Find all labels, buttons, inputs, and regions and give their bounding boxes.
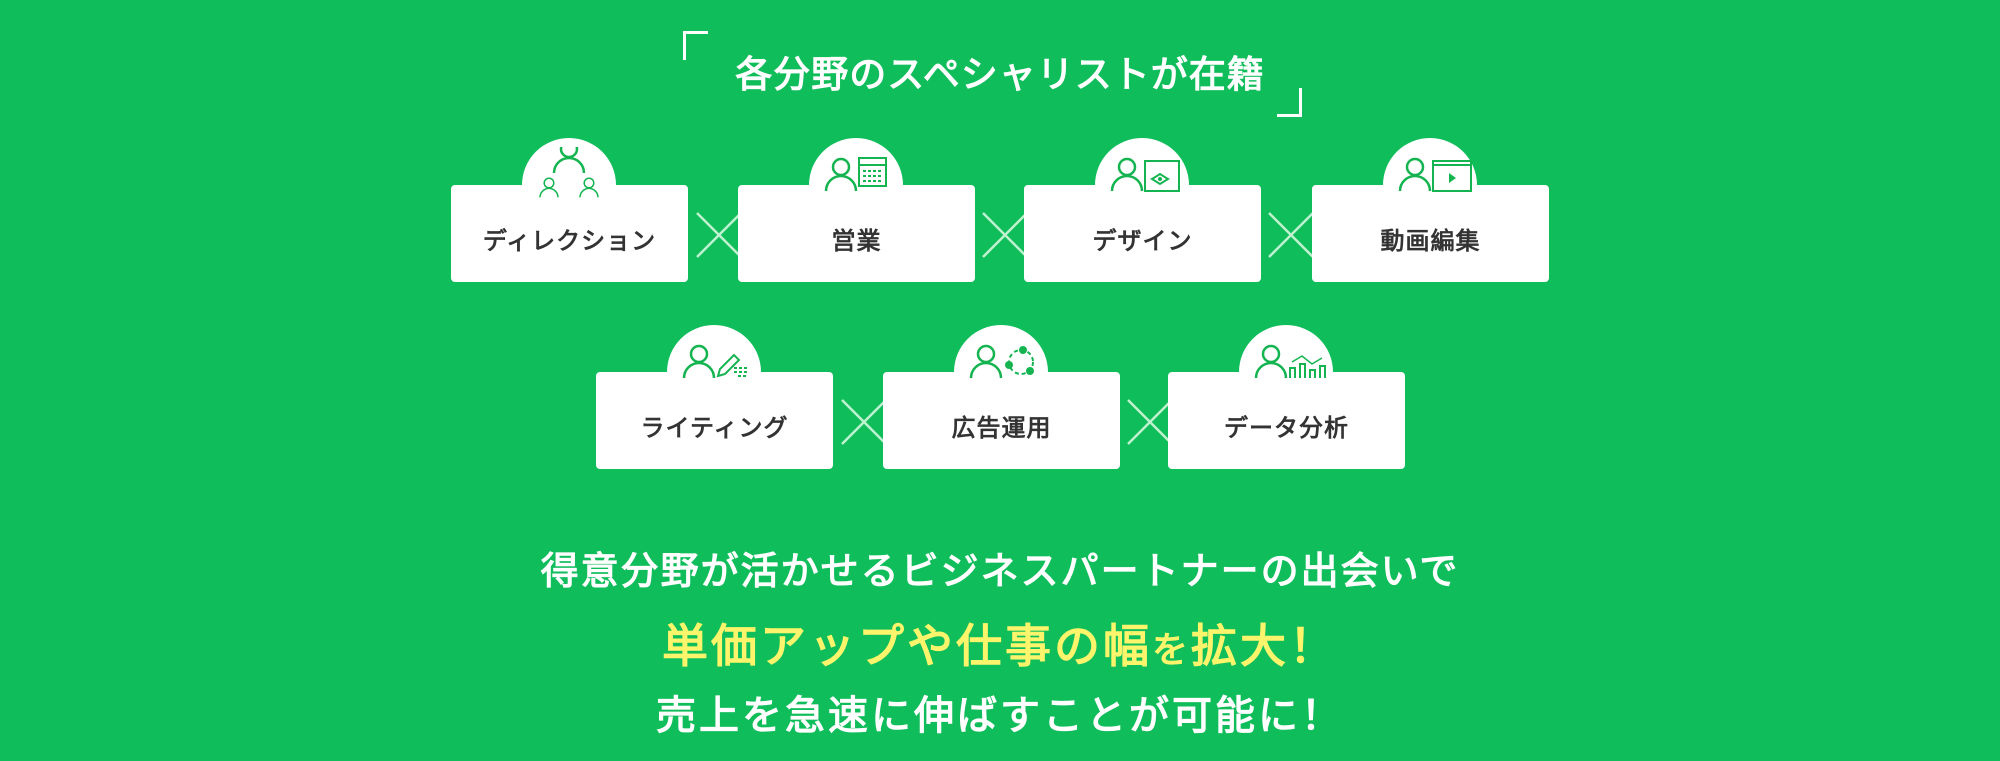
message-line-1: 得意分野が活かせるビジネスパートナーの出会いで: [540, 549, 1460, 593]
cross-icon: [840, 398, 888, 446]
message-line-3: 売上を急速に伸ばすことが可能に！: [656, 693, 1344, 739]
bracket-open: [683, 31, 708, 60]
bracket-close: [1277, 88, 1302, 117]
video-person-icon: [1398, 157, 1472, 193]
specialist-card-direction: ディレクション: [451, 138, 688, 282]
specialist-label: データ分析: [1224, 414, 1349, 442]
specialist-card-ad-operations: 広告運用: [883, 325, 1120, 469]
specialist-label: デザイン: [1092, 227, 1193, 255]
specialist-card-writing: ライティング: [596, 325, 833, 469]
cross-icon: [695, 211, 743, 259]
specialist-label: ディレクション: [482, 227, 657, 255]
cross-icon: [981, 211, 1029, 259]
cycle-person-icon: [969, 344, 1034, 380]
team-icon: [539, 147, 599, 199]
specialist-label: 広告運用: [951, 414, 1052, 442]
specialist-card-design: デザイン: [1024, 138, 1261, 282]
specialist-label: ライティング: [640, 414, 789, 442]
section-heading: 各分野のスペシャリストが在籍: [735, 53, 1265, 96]
highlight-text-c: 拡大！: [1191, 619, 1338, 673]
calendar-person-icon: [824, 157, 887, 193]
cross-icon: [1267, 211, 1315, 259]
highlight-text-a: 単価アップや仕事の幅: [661, 619, 1152, 673]
highlight-text-b: を: [1151, 630, 1191, 671]
chart-person-icon: [1254, 344, 1326, 380]
specialist-card-sales: 営業: [738, 138, 975, 282]
message-highlight: 単価アップや仕事の幅を拡大！: [0, 610, 2000, 676]
specialist-card-video-editing: 動画編集: [1312, 138, 1549, 282]
pencil-person-icon: [682, 344, 748, 380]
pen-tool-person-icon: [1110, 157, 1180, 193]
specialist-label: 営業: [831, 227, 882, 255]
specialist-label: 動画編集: [1380, 227, 1481, 255]
specialist-card-data-analysis: データ分析: [1168, 325, 1405, 469]
